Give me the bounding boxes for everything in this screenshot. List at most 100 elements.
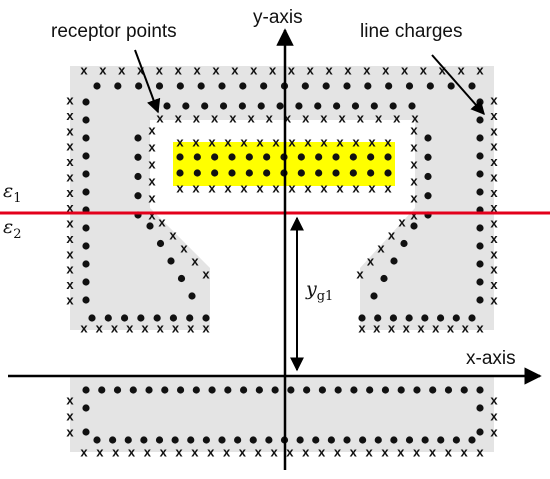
receptor-point-marker [314, 102, 322, 110]
receptor-point-marker [476, 188, 484, 196]
line-charge-marker: x [302, 445, 310, 460]
line-charge-marker: x [269, 63, 277, 78]
receptor-point-marker [176, 169, 184, 177]
line-charge-marker: x [410, 174, 418, 189]
line-charge-marker: x [352, 181, 360, 196]
receptor-point-marker [82, 188, 90, 196]
line-charge-marker: x [352, 135, 360, 150]
line-charge-marker: x [367, 254, 375, 269]
line-charge-marker: x [490, 277, 498, 292]
line-charge-marker: x [66, 93, 74, 108]
yg1-subscript: g1 [317, 289, 334, 304]
receptor-point-marker [137, 314, 145, 322]
receptor-point-marker [245, 153, 253, 161]
line-charge-marker: x [320, 135, 328, 150]
receptor-point-marker [82, 134, 90, 142]
receptor-point-marker [333, 102, 341, 110]
line-charge-marker: x [429, 445, 437, 460]
receptor-point-marker [109, 436, 117, 444]
line-charge-marker: x [266, 111, 274, 126]
receptor-point-marker [120, 314, 129, 322]
receptor-point-marker [140, 436, 148, 444]
receptor-point-marker [476, 260, 484, 268]
receptor-point-marker [447, 82, 455, 90]
line-charge-marker: x [137, 63, 145, 78]
receptor-point-marker [312, 436, 320, 444]
line-charge-marker: x [420, 63, 428, 78]
receptor-point-marker [374, 314, 382, 322]
line-charge-marker: x [191, 445, 199, 460]
receptor-point-marker [238, 102, 246, 110]
line-charge-marker: x [128, 445, 136, 460]
line-charge-marker: x [334, 445, 342, 460]
receptor-point-marker [343, 436, 351, 444]
receptor-point-marker [82, 170, 90, 178]
line-charge-marker: x [231, 63, 239, 78]
line-charge-marker: x [384, 135, 392, 150]
receptor-point-marker [343, 82, 351, 90]
line-charge-marker: x [447, 321, 455, 336]
line-charge-marker: x [490, 139, 498, 154]
line-charge-marker: x [344, 63, 352, 78]
receptor-point-marker [413, 386, 421, 394]
epsilon-2-label: ε2 [3, 216, 21, 242]
receptor-point-marker [476, 152, 484, 160]
line-charge-marker: x [417, 321, 425, 336]
receptor-point-marker [228, 153, 236, 161]
upper-conductor-region [70, 66, 494, 330]
line-charge-marker: x [286, 445, 294, 460]
line-charge-marker: x [66, 123, 74, 138]
line-charge-marker: x [476, 63, 484, 78]
line-charge-marker: x [160, 445, 168, 460]
line-charge-marker: x [272, 135, 280, 150]
receptor-point-marker [145, 386, 153, 394]
line-charge-marker: x [356, 267, 364, 282]
receptor-point-marker [367, 169, 375, 177]
line-charge-marker: x [398, 215, 406, 230]
line-charge-marker: x [66, 169, 74, 184]
line-charge-marker: x [208, 135, 216, 150]
receptor-point-marker [370, 292, 378, 300]
charge-and-receptor-markers: x x x x x x x x x x x x x x x x x x x x x x x x x x x x x x x x x x x x x x x x… [66, 63, 498, 460]
line-charge-marker: x [126, 321, 134, 336]
line-charge-marker: x [66, 277, 74, 292]
line-charge-marker: x [175, 445, 183, 460]
receptor-point-marker [476, 242, 484, 250]
receptor-point-marker [424, 192, 432, 200]
line-charge-marker: x [192, 135, 200, 150]
line-charge-marker: x [240, 135, 248, 150]
receptor-point-marker [176, 82, 184, 90]
epsilon-2-symbol: ε [3, 216, 13, 238]
receptor-points-label: receptor points [51, 21, 177, 42]
line-charge-marker: x [80, 321, 88, 336]
line-charges-label: line charges [360, 21, 462, 42]
receptor-point-marker [421, 436, 429, 444]
receptor-point-marker [156, 239, 165, 248]
line-charge-marker: x [111, 321, 119, 336]
line-charge-marker: x [156, 111, 164, 126]
line-charge-marker: x [410, 123, 418, 138]
line-charge-marker: x [66, 293, 74, 308]
line-charge-marker: x [388, 321, 396, 336]
receptor-point-marker [135, 82, 143, 90]
epsilon-2-subscript: 2 [13, 227, 21, 242]
line-charge-marker: x [320, 111, 328, 126]
receptor-point-marker [218, 436, 226, 444]
line-charge-marker: x [255, 445, 263, 460]
line-charge-marker: x [224, 181, 232, 196]
receptor-point-marker [476, 224, 484, 232]
receptor-point-marker [476, 296, 484, 304]
receptor-point-marker [134, 134, 142, 142]
line-charge-marker: x [288, 135, 296, 150]
line-charge-marker: x [172, 321, 180, 336]
line-charge-marker: x [224, 135, 232, 150]
receptor-point-marker [384, 153, 392, 161]
receptor-point-marker [429, 386, 437, 394]
line-charge-marker: x [490, 123, 498, 138]
receptor-point-marker [476, 98, 484, 106]
receptor-point-marker [124, 436, 132, 444]
line-charge-marker: x [207, 445, 215, 460]
receptor-point-marker [297, 169, 305, 177]
line-charge-marker: x [288, 181, 296, 196]
receptor-point-marker [265, 436, 273, 444]
